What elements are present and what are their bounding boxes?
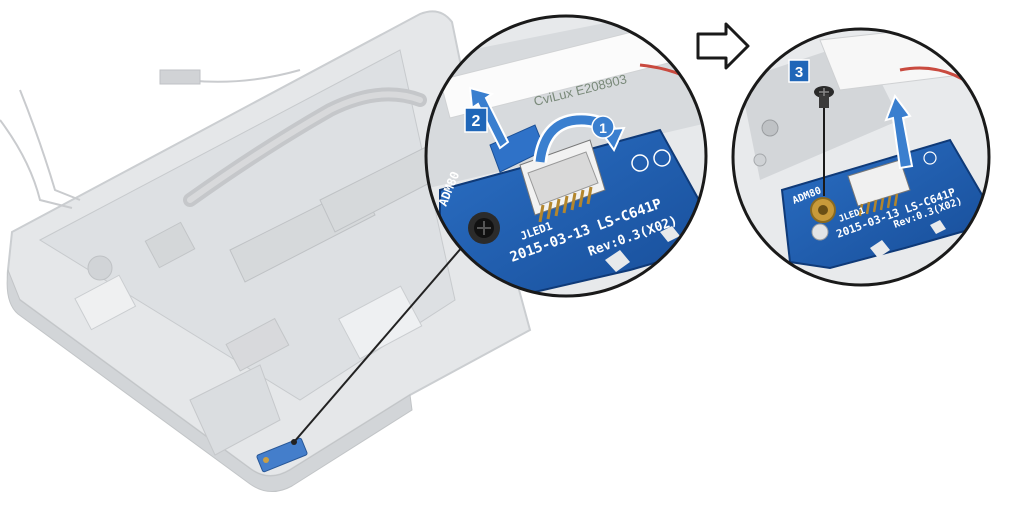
svg-text:2: 2 [472, 113, 481, 130]
up-arrow-icon-b [884, 93, 914, 170]
svg-text:1: 1 [599, 120, 607, 136]
step-badge-2: 2 [464, 107, 488, 133]
callout-leader-line [293, 245, 464, 443]
up-arrow-icon [468, 86, 510, 150]
step-badge-1: 1 [591, 115, 615, 139]
callout-anchor [291, 439, 297, 445]
svg-text:3: 3 [795, 64, 803, 81]
phillips-screw-icon [814, 86, 834, 196]
zoom-circle-remove-screw: ADM80 JLED1 2015-03-13 LS-C641P Rev:0.3(… [731, 27, 991, 287]
step-badge-3: 3 [788, 59, 810, 83]
zoom-circle-disconnect: CviLux E208903 -1 [424, 14, 708, 298]
board-location-marker [256, 437, 308, 473]
outline-right-arrow-icon [696, 22, 750, 70]
laptop-chassis [0, 10, 532, 492]
board-screw [468, 212, 500, 244]
